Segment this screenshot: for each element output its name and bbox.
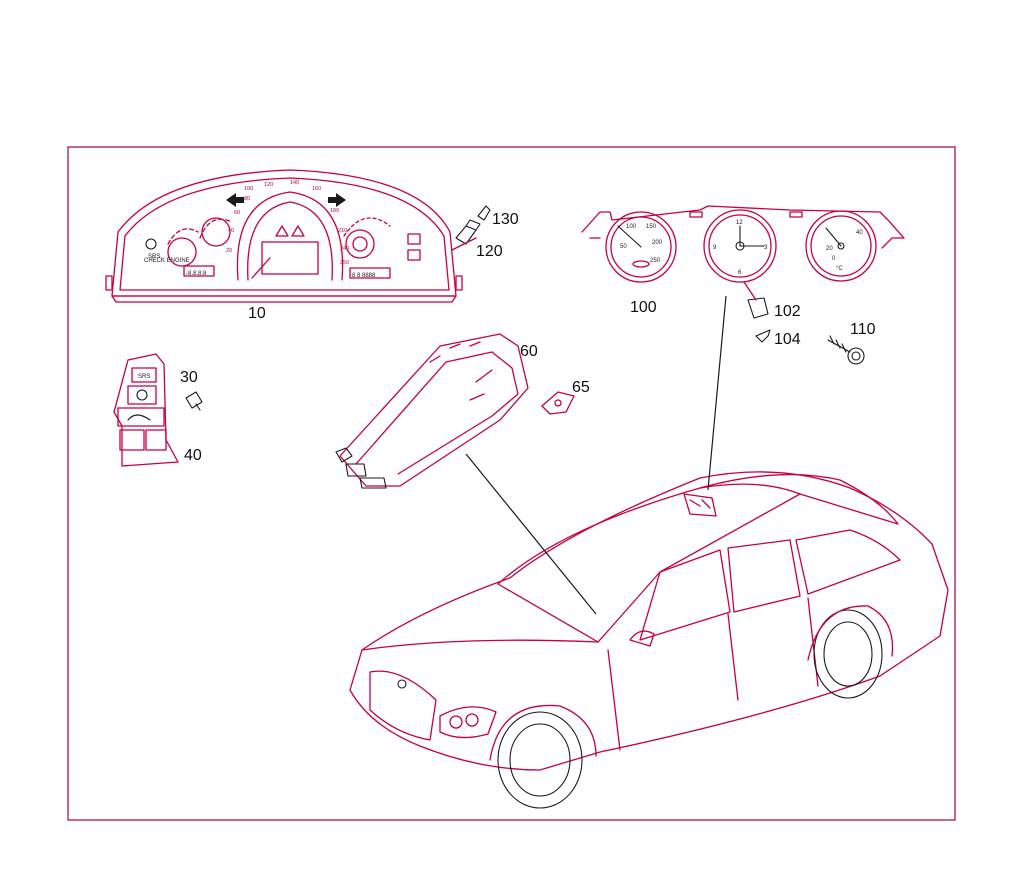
speedo-150: 150 xyxy=(646,224,657,230)
temp-unit: °C xyxy=(836,266,843,272)
callout-130: 130 xyxy=(492,211,519,228)
turn-right-arrow-icon xyxy=(328,193,346,207)
temp-20: 20 xyxy=(826,246,833,252)
speedo-100: 100 xyxy=(626,224,637,230)
dashboard-carrier xyxy=(335,333,529,489)
callout-65: 65 xyxy=(572,379,590,396)
clock-3: 3 xyxy=(764,245,768,251)
screw-110 xyxy=(827,335,865,365)
instrument-cluster: SRS CHECK ENGINE -8.8.8.8 8 8 8888 20 40… xyxy=(105,169,463,303)
speedo-200: 200 xyxy=(652,240,663,246)
switch-panel: SRS xyxy=(113,353,179,467)
callout-30: 30 xyxy=(180,369,198,386)
callout-120: 120 xyxy=(476,243,503,260)
car-outline xyxy=(349,471,949,809)
speed-tick-210: 210 xyxy=(338,228,347,234)
speedo-250: 250 xyxy=(650,258,661,264)
temp-40: 40 xyxy=(856,230,863,236)
bulb-130 xyxy=(477,205,491,221)
speed-tick-250: 250 xyxy=(340,260,349,266)
speed-tick-60: 60 xyxy=(234,210,240,216)
switch-srs-label: SRS xyxy=(138,374,150,380)
speed-tick-160: 160 xyxy=(312,186,321,192)
leader-60 xyxy=(465,453,597,615)
bulb-holder-102 xyxy=(747,297,769,319)
speed-tick-140: 140 xyxy=(290,180,299,186)
speedo-50: 50 xyxy=(620,244,627,250)
cluster-trip-display: -8.8.8.8 xyxy=(186,271,207,277)
speed-tick-100: 100 xyxy=(244,186,253,192)
diagram-frame xyxy=(67,146,956,821)
speed-tick-20: 20 xyxy=(226,248,232,254)
callout-102: 102 xyxy=(774,303,801,320)
bulb-holder-120 xyxy=(455,219,481,245)
bulb-104 xyxy=(755,329,771,343)
callout-10: 10 xyxy=(248,305,266,322)
speed-tick-240: 240 xyxy=(340,246,349,252)
speed-tick-80: 80 xyxy=(244,196,250,202)
cluster-srs-label: SRS xyxy=(148,254,160,260)
callout-104: 104 xyxy=(774,331,801,348)
analog-gauge-cluster: 50 100 150 200 250 12 3 6 9 40 20 0 °C xyxy=(581,205,905,283)
turn-left-arrow-icon xyxy=(226,193,244,207)
temp-0: 0 xyxy=(832,256,836,262)
clock-6: 6 xyxy=(738,270,742,276)
cluster-odometer-display: 8 8 8888 xyxy=(352,273,376,279)
speed-tick-180: 180 xyxy=(330,208,339,214)
speed-tick-40: 40 xyxy=(228,228,234,234)
speed-tick-120: 120 xyxy=(264,182,273,188)
cover-plate-65 xyxy=(541,391,575,415)
clock-12: 12 xyxy=(736,220,743,226)
callout-110: 110 xyxy=(850,321,876,338)
cluster-check-engine-label: CHECK ENGINE xyxy=(144,258,190,264)
clock-9: 9 xyxy=(713,245,717,251)
callout-60: 60 xyxy=(520,343,538,360)
callout-40: 40 xyxy=(184,447,202,464)
leader-100 xyxy=(707,295,727,491)
bulb-30 xyxy=(185,391,203,411)
callout-100: 100 xyxy=(630,299,657,316)
